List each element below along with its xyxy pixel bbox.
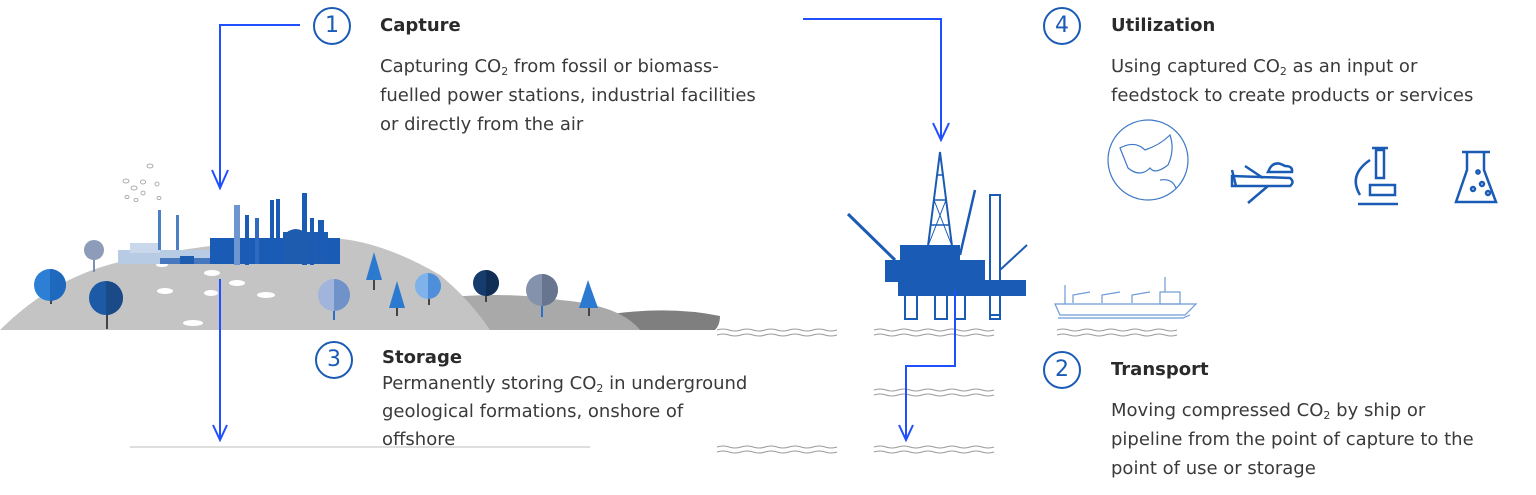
flask-icon: [1454, 150, 1498, 204]
road-marks: [156, 263, 275, 326]
step-number-badge: 1: [313, 7, 351, 45]
step-number-badge: 3: [315, 341, 353, 379]
step-title: Capture: [380, 15, 461, 36]
hill-light: [0, 238, 490, 330]
step-title: Transport: [1111, 359, 1209, 380]
cargo-ship: [1054, 277, 1198, 319]
step-title: Utilization: [1111, 15, 1216, 36]
description-line: pipeline from the point of capture to th…: [1111, 429, 1474, 450]
step-description: Using captured CO2 as an input or feedst…: [1111, 52, 1473, 110]
smoke-puffs: [122, 163, 162, 202]
arrow-storage-offshore: [905, 290, 956, 440]
offshore-oil-rig: [846, 151, 1028, 320]
process-arrows: [211, 18, 956, 443]
step-description: Permanently storing CO2 in underground g…: [382, 370, 747, 454]
description-line: Using captured CO2 as an input or: [1111, 56, 1418, 78]
arrow-utilization-head: [932, 122, 950, 143]
trees: [34, 240, 598, 329]
airplane-icon: [1230, 162, 1294, 204]
landscape-illustration: [0, 163, 720, 330]
description-line: or directly from the air: [380, 114, 584, 135]
step-number-badge: 2: [1043, 351, 1081, 389]
arrow-capture-head: [211, 169, 229, 191]
description-line: geological formations, onshore of: [382, 401, 684, 422]
description-line: offshore: [382, 429, 456, 450]
microscope-icon: [1354, 146, 1398, 206]
step-title: Storage: [382, 347, 463, 368]
step-number-badge: 4: [1043, 7, 1081, 45]
step-description: Capturing CO2 from fossil or biomass- fu…: [380, 52, 756, 139]
description-line: point of use or storage: [1111, 458, 1316, 479]
description-line: Capturing CO2 from fossil or biomass-: [380, 56, 719, 78]
description-line: Permanently storing CO2 in underground: [382, 373, 748, 395]
globe-icon: [1107, 119, 1189, 201]
water-waves: [716, 328, 1178, 454]
description-line: feedstock to create products or services: [1111, 85, 1474, 106]
description-line: fuelled power stations, industrial facil…: [380, 85, 756, 106]
arrow-storage-onshore-head: [212, 424, 228, 443]
industrial-plant: [118, 193, 340, 265]
description-line: Moving compressed CO2 by ship or: [1111, 400, 1426, 422]
arrow-utilization: [803, 18, 942, 140]
step-description: Moving compressed CO2 by ship or pipelin…: [1111, 396, 1474, 483]
arrow-capture: [219, 24, 300, 188]
arrow-storage-offshore-head: [898, 424, 914, 443]
